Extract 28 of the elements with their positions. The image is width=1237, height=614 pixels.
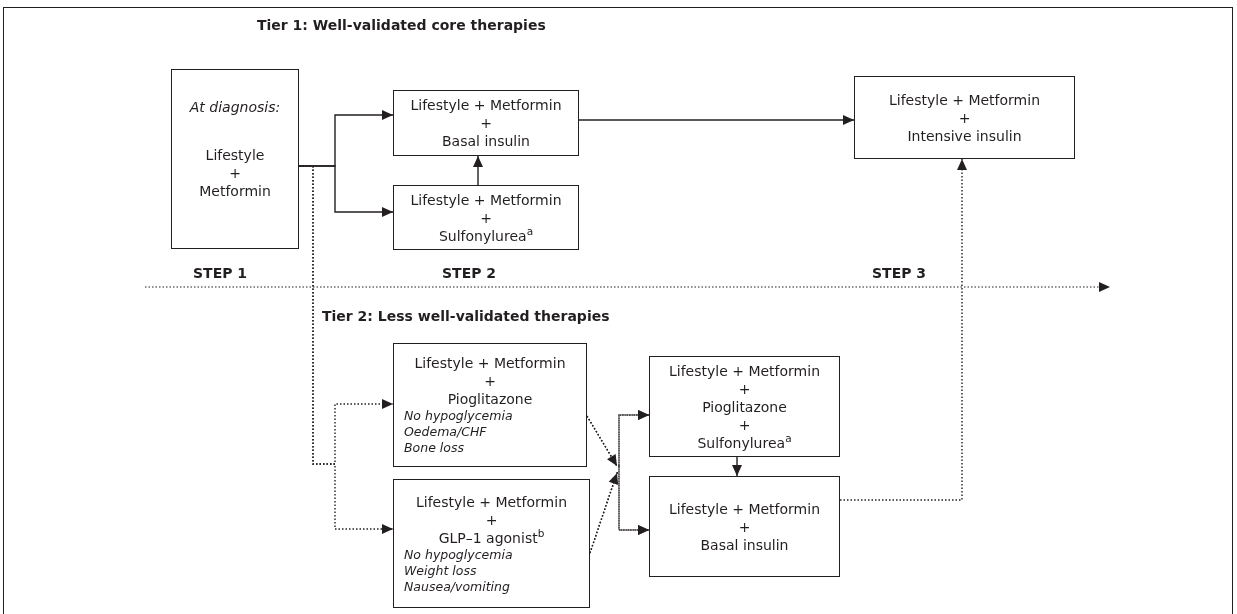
tier-heading: Tier 2: Less well-validated therapies xyxy=(322,309,610,323)
box-text: Lifestyle + Metformin + Pioglitazone + Sulfonylurea$^{a}$ xyxy=(668,361,820,452)
step-label: STEP 2 xyxy=(442,266,497,280)
side-effect-text: Nausea/vomiting xyxy=(403,578,511,595)
therapy-box xyxy=(393,479,590,608)
therapy-box xyxy=(854,76,1075,159)
side-effect-text: Oedema/CHF xyxy=(403,424,488,440)
box-text: Lifestyle + Metformin + Basal insulin xyxy=(410,96,562,150)
side-effect-text: No hypoglycemia xyxy=(403,408,514,424)
box-text: Lifestyle + Metformin + Basal insulin xyxy=(668,499,820,554)
side-effect-text: Weight loss xyxy=(403,562,478,579)
side-effect-text: No hypoglycemia xyxy=(403,546,514,563)
box-text: At diagnosis: xyxy=(189,98,281,116)
therapy-box xyxy=(649,476,840,577)
therapy-box xyxy=(171,69,299,249)
therapy-box xyxy=(393,343,587,467)
box-text: Lifestyle + Metformin + GLP–1 agonist$^{b}$ xyxy=(415,492,567,547)
box-text: Lifestyle + Metformin xyxy=(199,146,271,200)
therapy-box xyxy=(649,356,840,457)
box-text: Lifestyle + Metformin + Intensive insulin xyxy=(888,90,1040,145)
step-label: STEP 1 xyxy=(193,266,248,280)
therapy-box xyxy=(393,90,579,156)
tier-heading: Tier 1: Well-validated core therapies xyxy=(257,18,546,32)
therapy-box xyxy=(393,185,579,250)
step-label: STEP 3 xyxy=(872,266,927,280)
box-text: Lifestyle + Metformin + Pioglitazone xyxy=(414,354,566,408)
side-effect-text: Bone loss xyxy=(403,440,465,456)
box-text: Lifestyle + Metformin + Sulfonylurea$^{a}$ xyxy=(410,190,562,245)
